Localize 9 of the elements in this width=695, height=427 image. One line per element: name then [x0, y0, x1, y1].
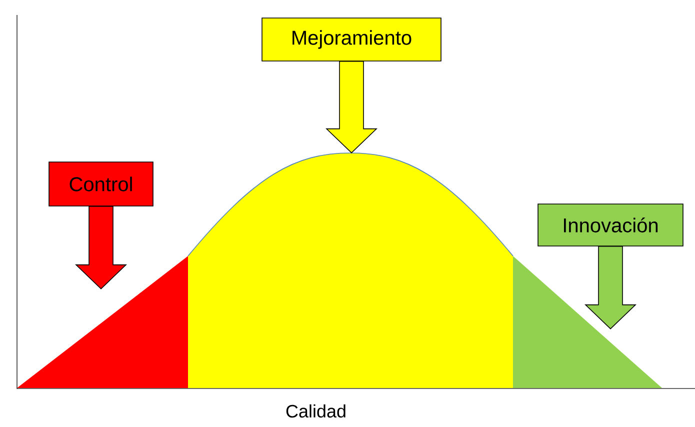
triangle-area — [513, 256, 662, 388]
block-arrow — [75, 206, 127, 290]
block-arrow — [584, 246, 636, 330]
triangle-area — [17, 256, 188, 388]
block-arrow — [326, 61, 378, 154]
label-box: Control — [48, 162, 154, 206]
bell-curve-area — [188, 152, 514, 388]
label-box: Mejoramiento — [262, 18, 442, 62]
label-box: Innovación — [538, 204, 684, 246]
